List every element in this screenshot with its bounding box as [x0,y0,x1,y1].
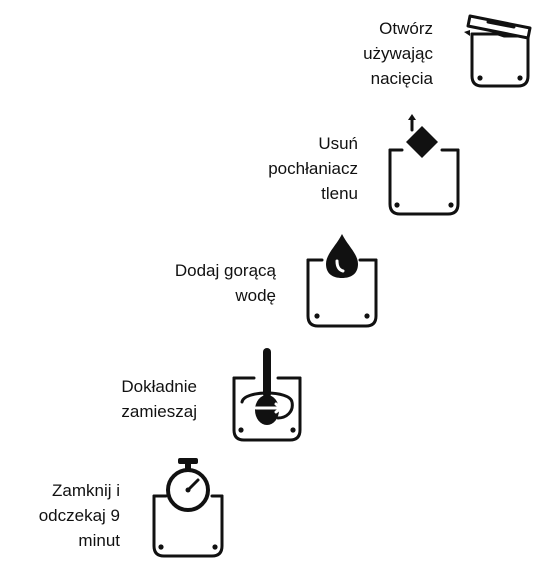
step-4-text: Dokładnie zamieszaj [121,374,197,424]
step-2-line-1: Usuń [318,134,358,153]
step-1-line-3: nacięcia [370,69,433,88]
step-5-line-2: odczekaj 9 [38,506,120,525]
stir-spoon-icon [232,348,302,442]
step-4-line-2: zamieszaj [121,402,197,421]
step-2-line-2: pochłaniacz [268,159,358,178]
step-5-line-3: minut [78,531,120,550]
stopwatch-wait-icon [152,458,224,558]
step-3-text: Dodaj gorącą wodę [175,258,276,308]
step-5-text: Zamknij i odczekaj 9 minut [39,478,120,553]
step-2-line-3: tlenu [321,184,358,203]
step-1-text: Otwórz używając nacięcia [363,16,433,91]
step-4-line-1: Dokładnie [121,377,197,396]
step-5-line-1: Zamknij i [51,481,120,500]
step-3-line-1: Dodaj gorącą [174,261,276,280]
remove-oxygen-absorber-icon [388,114,460,216]
step-1-line-1: Otwórz [379,19,433,38]
step-1-line-2: używając [363,44,433,63]
step-2-text: Usuń pochłaniacz tlenu [268,131,358,206]
add-hot-water-icon [306,234,378,328]
step-3-line-2: wodę [235,286,276,305]
pouch-open-notch-icon [464,14,532,88]
